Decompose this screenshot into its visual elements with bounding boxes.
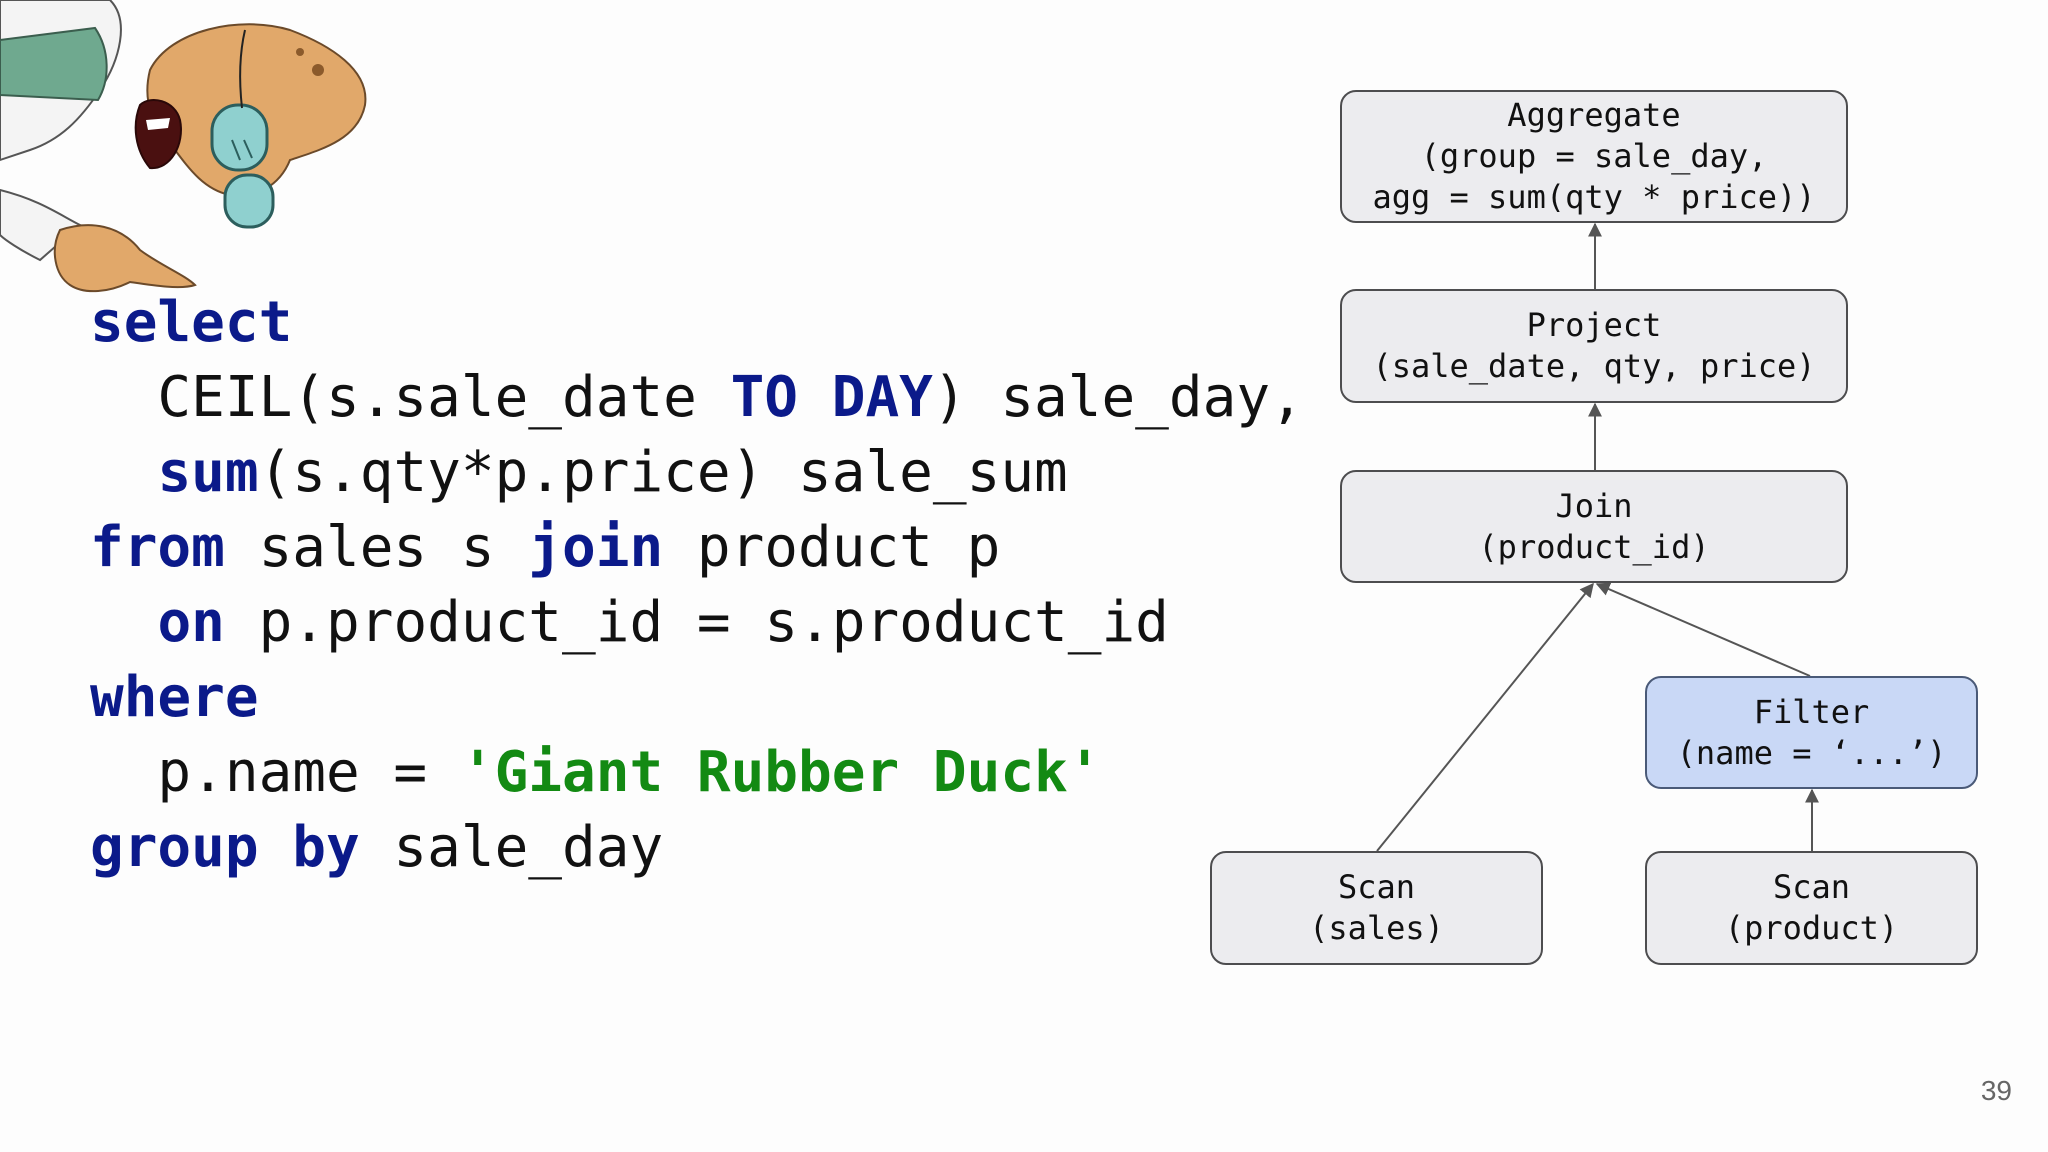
sql-text: product p [663, 515, 1001, 580]
sql-line: from sales s join product p [90, 510, 1304, 585]
plan-node-title: Project [1526, 306, 1662, 344]
plan-node-filter: Filter(name = ‘...’) [1645, 676, 1978, 789]
sql-line: group by sale_day [90, 810, 1304, 885]
plan-node-title: Aggregate [1507, 96, 1681, 134]
plan-node-title: Scan [1772, 868, 1851, 906]
sql-keyword: sum [157, 440, 259, 505]
sql-keyword: join [528, 515, 664, 580]
plan-node-detail: (product) [1724, 909, 1899, 947]
sql-query: select CEIL(s.sale_date TO DAY) sale_day… [90, 285, 1304, 885]
pointing-professor-illustration [0, 0, 367, 293]
sql-string: 'Giant Rubber Duck' [460, 740, 1102, 805]
plan-node-project: Project(sale_date, qty, price) [1340, 289, 1848, 403]
edge-filter-join [1595, 582, 1811, 677]
plan-node-join: Join(product_id) [1340, 470, 1848, 583]
plan-node-detail: (group = sale_day, [1420, 137, 1768, 175]
sql-keyword: on [157, 590, 225, 655]
page-number: 39 [1980, 1075, 2012, 1106]
edge-scan-sales-join [1376, 582, 1594, 852]
sql-line: CEIL(s.sale_date TO DAY) sale_day, [90, 360, 1304, 435]
sql-line: p.name = 'Giant Rubber Duck' [90, 735, 1304, 810]
sql-text: p.name = [90, 740, 461, 805]
plan-node-scan-product: Scan(product) [1645, 851, 1978, 965]
plan-node-detail: (sales) [1309, 909, 1444, 947]
sql-keyword: where [90, 665, 259, 730]
sql-keyword: from [90, 515, 225, 580]
sql-line: sum(s.qty*p.price) sale_sum [90, 435, 1304, 510]
plan-node-title: Scan [1337, 868, 1416, 906]
sql-keyword: select [90, 290, 293, 355]
sql-text: (s.qty*p.price) sale_sum [258, 440, 1068, 505]
sql-text: sales s [224, 515, 529, 580]
sql-line: where [90, 660, 1304, 735]
sql-text: CEIL(s.sale_date [90, 365, 731, 430]
sql-text: p.product_id = s.product_id [224, 590, 1169, 655]
plan-node-detail: (name = ‘...’) [1676, 733, 1947, 772]
sql-line: select [90, 285, 1304, 360]
plan-node-title: Filter [1753, 692, 1870, 731]
sql-text: ) sale_day, [932, 365, 1304, 430]
sql-keyword: group by [90, 815, 360, 880]
plan-node-detail: agg = sum(qty * price)) [1372, 178, 1816, 216]
plan-node-detail: (product_id) [1478, 527, 1710, 566]
plan-node-aggregate: Aggregate(group = sale_day,agg = sum(qty… [1340, 90, 1848, 223]
plan-node-scan-sales: Scan(sales) [1210, 851, 1543, 965]
sql-keyword: TO DAY [730, 365, 933, 430]
sql-text: sale_day [359, 815, 664, 880]
sql-line: on p.product_id = s.product_id [90, 585, 1304, 660]
plan-node-detail: (sale_date, qty, price) [1372, 347, 1816, 385]
plan-node-title: Join [1555, 486, 1633, 525]
